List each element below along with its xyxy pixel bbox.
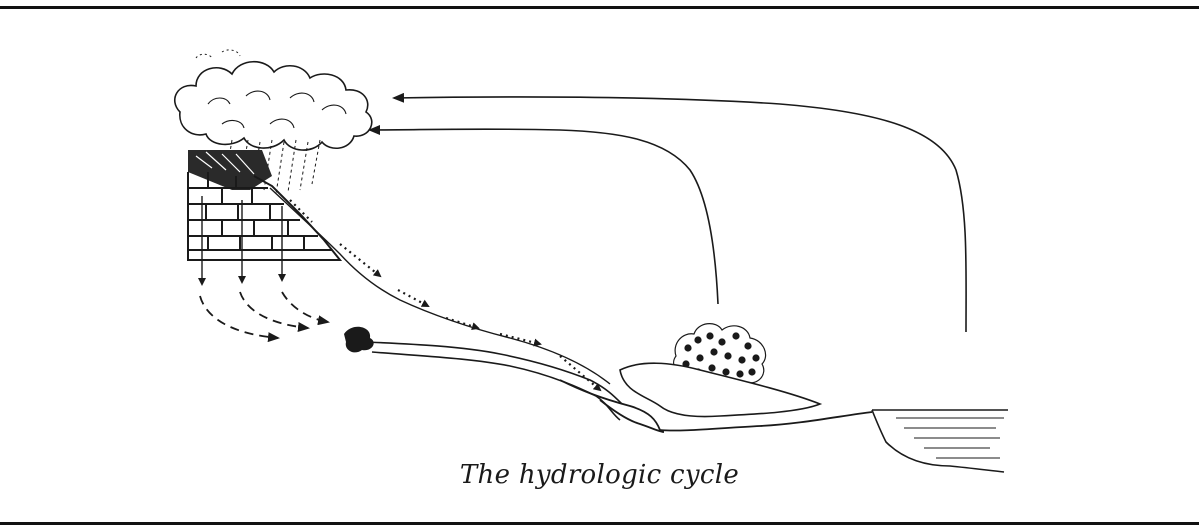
stream: [366, 342, 622, 420]
diagram-caption: The hydrologic cycle: [0, 460, 1199, 490]
cloud: [175, 50, 372, 150]
groundwater-flow-arrows: [200, 292, 328, 338]
soil-band: [188, 150, 272, 190]
bottom-border-rule: [0, 522, 1199, 525]
evaporation-arrows: [370, 97, 966, 332]
rock-layers: [188, 172, 340, 260]
transpiration-arrow: [370, 129, 718, 304]
surface-runoff: [270, 188, 610, 390]
spring: [344, 327, 374, 353]
ocean-evaporation-arrow: [394, 97, 966, 332]
